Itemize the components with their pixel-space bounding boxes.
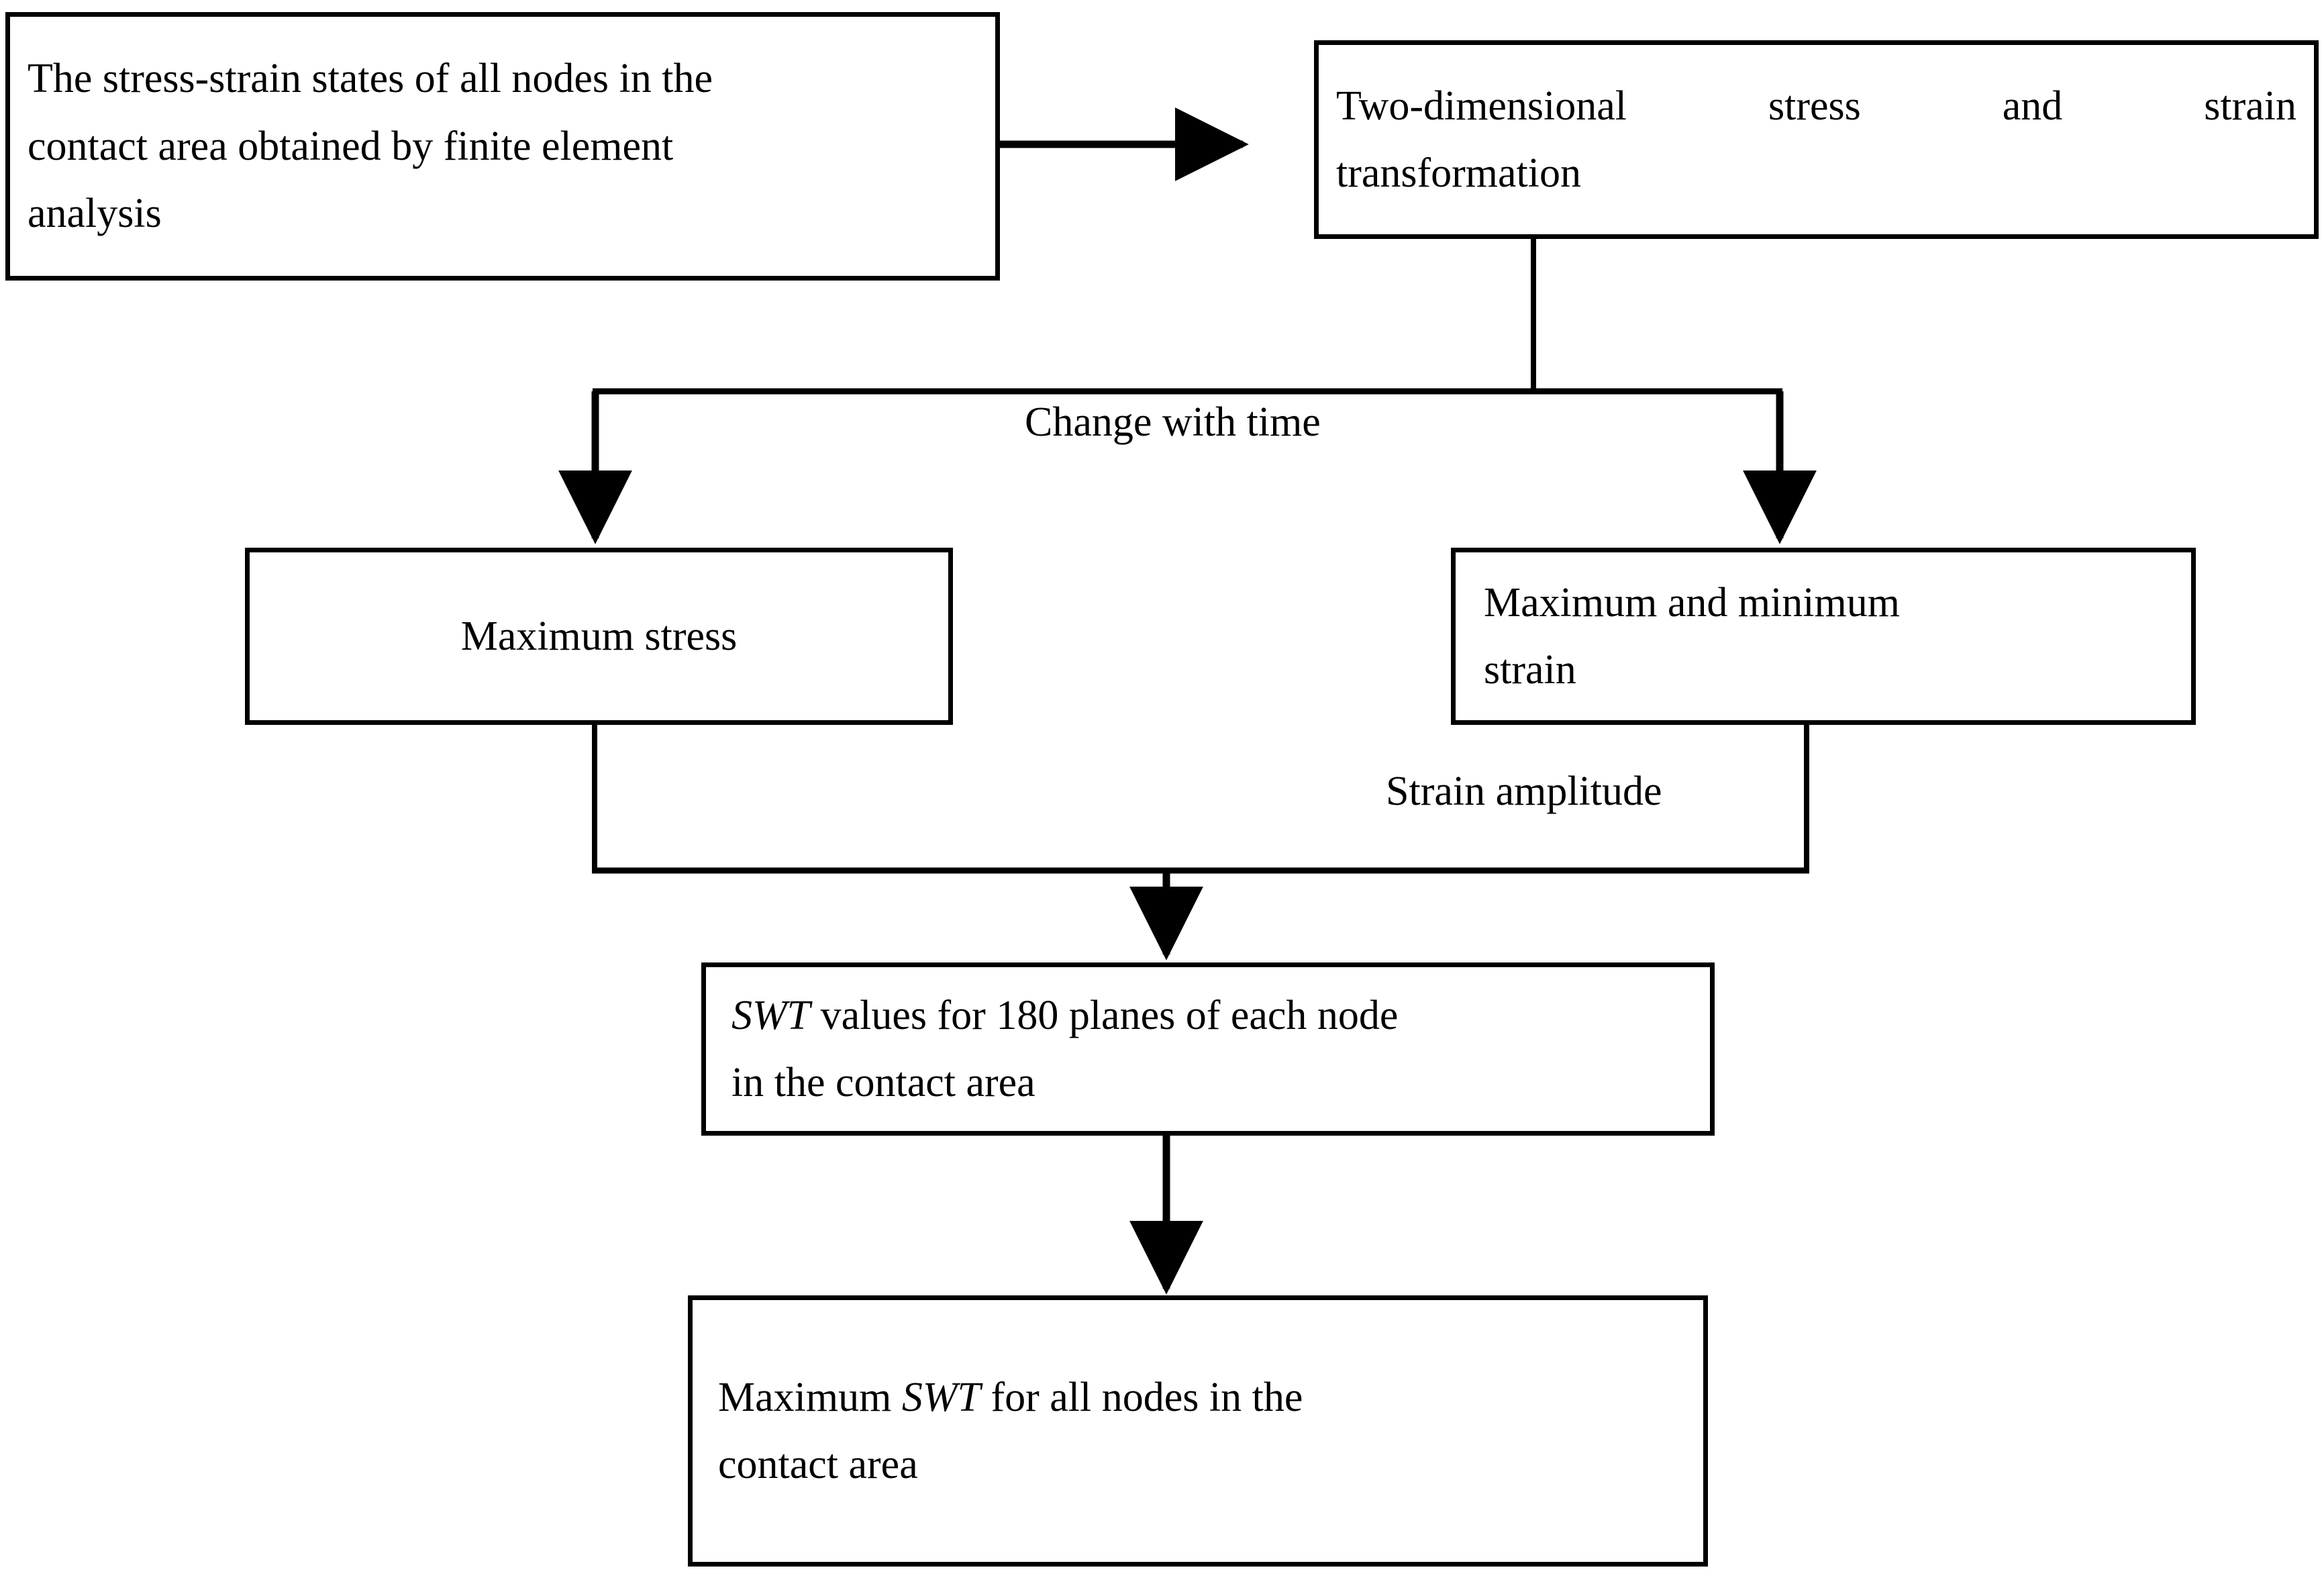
box-swt-values-line1: SWT values for 180 planes of each node xyxy=(731,982,1693,1049)
box-max-min-strain-line2: strain xyxy=(1484,647,1576,693)
box-max-stress-label: Maximum stress xyxy=(460,613,738,659)
box-fea-states-line1: The stress-strain states of all nodes in… xyxy=(28,56,713,102)
box-swt-values-line2: in the contact area xyxy=(731,1060,1035,1105)
box-max-min-strain-line1: Maximum and minimum xyxy=(1484,579,1900,626)
box-transformation-word-2: stress xyxy=(1768,83,1861,129)
box-max-min-strain-text: Maximum and minimum strain xyxy=(1456,569,2191,704)
box-swt-values-text: SWT values for 180 planes of each node i… xyxy=(706,982,1710,1117)
box-fea-states-text: The stress-strain states of all nodes in… xyxy=(10,45,995,247)
box-swt-values[interactable]: SWT values for 180 planes of each node i… xyxy=(701,962,1715,1136)
label-change-with-time: Change with time xyxy=(1025,399,1321,445)
box-max-swt-text: Maximum SWT for all nodes in the contact… xyxy=(693,1364,1703,1499)
swt-symbol: SWT xyxy=(731,992,811,1038)
box-max-swt-line1: Maximum SWT for all nodes in the xyxy=(718,1364,1686,1431)
box-transformation-line2: transformation xyxy=(1336,150,1582,196)
box-transformation-line1: Two-dimensional stress and strain xyxy=(1336,72,2296,140)
box-max-swt[interactable]: Maximum SWT for all nodes in the contact… xyxy=(688,1295,1708,1567)
box-transformation-word-4: strain xyxy=(2204,83,2296,129)
max-swt-symbol: SWT xyxy=(901,1374,980,1420)
box-fea-states[interactable]: The stress-strain states of all nodes in… xyxy=(5,12,1000,281)
box-transformation-word-3: and xyxy=(2002,83,2063,129)
box-max-stress-text: Maximum stress xyxy=(250,603,948,670)
box-max-swt-post: for all nodes in the xyxy=(980,1374,1303,1420)
box-transformation[interactable]: Two-dimensional stress and strain transf… xyxy=(1314,40,2319,239)
box-max-min-strain[interactable]: Maximum and minimum strain xyxy=(1451,548,2196,725)
box-fea-states-line2: contact area obtained by finite element xyxy=(28,123,674,169)
box-transformation-text: Two-dimensional stress and strain transf… xyxy=(1319,72,2314,207)
box-transformation-word-1: Two-dimensional xyxy=(1336,83,1627,129)
box-swt-values-line1-rest: values for 180 planes of each node xyxy=(810,992,1399,1038)
label-strain-amplitude: Strain amplitude xyxy=(1386,769,1662,814)
box-fea-states-line3: analysis xyxy=(28,191,162,237)
box-max-swt-line2: contact area xyxy=(718,1442,918,1487)
box-max-stress[interactable]: Maximum stress xyxy=(245,548,953,725)
box-max-swt-pre: Maximum xyxy=(718,1374,902,1420)
